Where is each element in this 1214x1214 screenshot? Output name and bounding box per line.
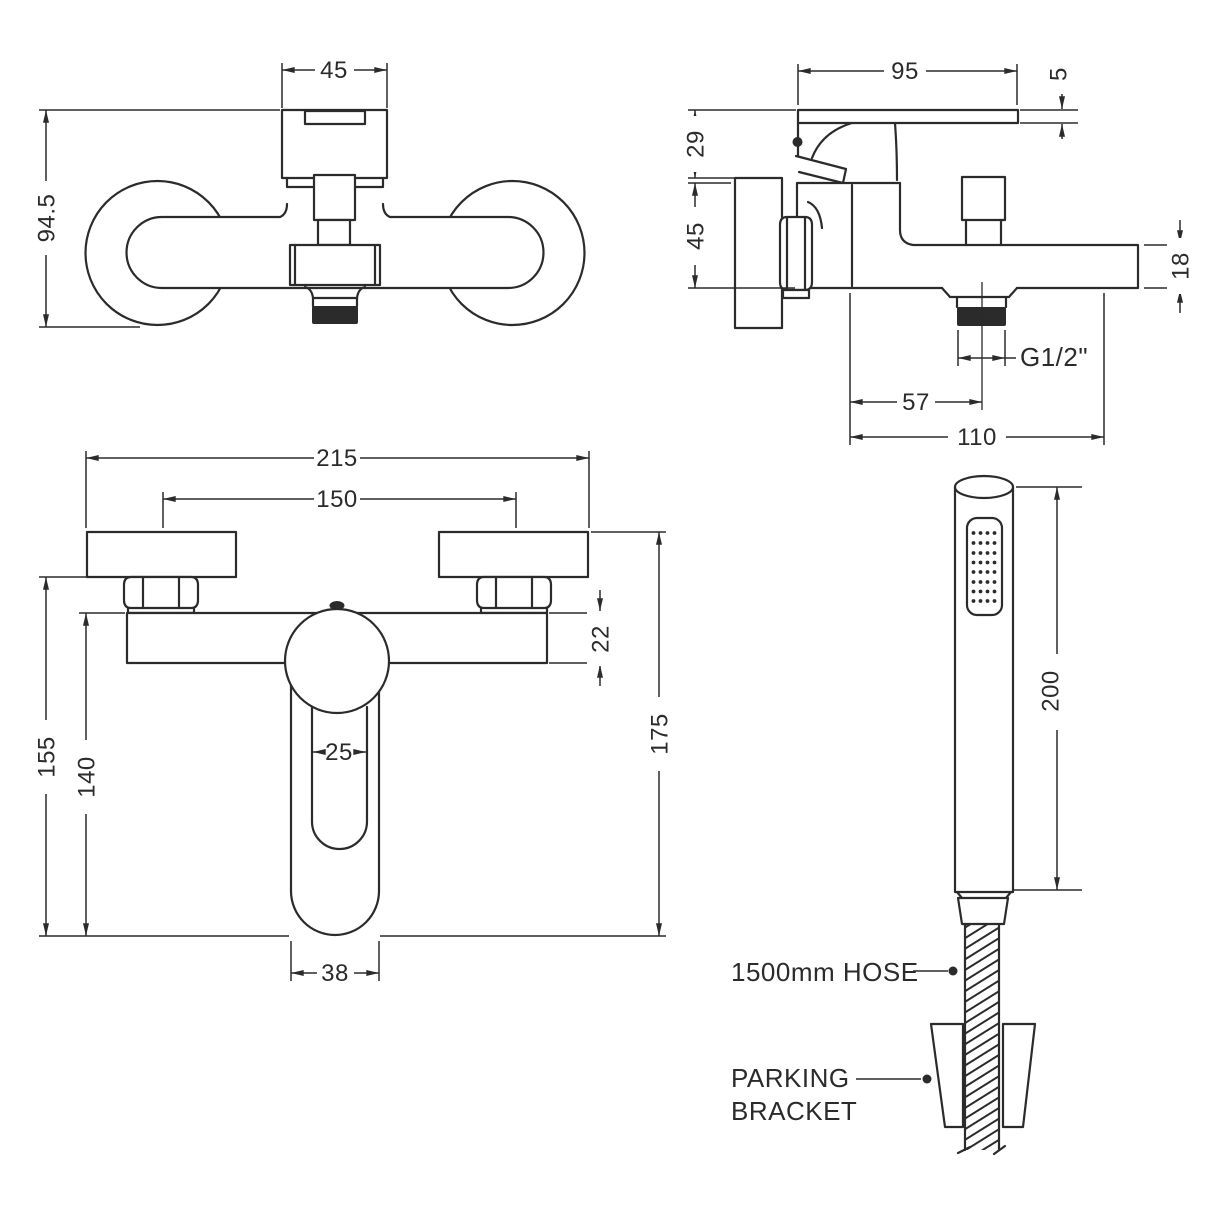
dim-handle-slot-width: 25	[325, 739, 353, 766]
dim-overall-depth: 94.5	[33, 194, 60, 243]
handle-slot	[303, 109, 367, 126]
dim-handle-width: 38	[321, 960, 349, 987]
lever-handle	[794, 108, 1020, 185]
dim-nut-to-handle-end: 155	[33, 736, 60, 778]
front-view: 215 150 155 140 175 22 25	[33, 445, 673, 987]
front-flange-right	[437, 530, 590, 579]
spray-nozzles	[971, 531, 997, 603]
hose-connector	[956, 891, 1012, 926]
parking-bracket-left	[929, 1022, 965, 1129]
cartridge	[312, 173, 357, 222]
dim-overall-width: 215	[316, 445, 358, 472]
handle-pivot	[792, 137, 803, 147]
dim-lever-thickness: 5	[1045, 67, 1072, 81]
dim-handset-length: 200	[1037, 670, 1064, 712]
top-view: 45 94.5	[33, 57, 586, 328]
dim-handle-rise: 29	[682, 130, 709, 158]
handset-body	[953, 487, 1015, 894]
body-and-spout	[795, 181, 1140, 290]
hose-label: 1500mm HOSE	[731, 957, 919, 987]
bracket-leader-dot	[922, 1074, 932, 1084]
dim-body-depth: 22	[587, 625, 614, 653]
side-view: 95 5 29 45 18 G1/2" 57	[682, 58, 1194, 451]
front-flange-left	[85, 530, 238, 579]
handle-block	[280, 108, 389, 180]
wall-plate	[733, 176, 784, 330]
outlet-thread	[312, 306, 358, 324]
dim-projection: 110	[957, 424, 997, 451]
hex-nut-left	[122, 575, 200, 610]
dim-wall-to-outlet: 57	[902, 389, 930, 416]
dim-spout-depth: 18	[1167, 252, 1194, 280]
bracket-label-line1: PARKING	[731, 1063, 850, 1093]
handle-slot-front	[310, 705, 369, 851]
union-nut	[778, 215, 814, 292]
index-dot	[329, 601, 345, 610]
dim-outlet-thread: G1/2"	[1020, 342, 1088, 372]
handset-top	[953, 474, 1015, 500]
spray-face	[965, 516, 1004, 617]
valve-round-body	[283, 607, 391, 715]
dim-fixing-centres: 150	[316, 486, 358, 513]
diverter-knob	[960, 175, 1007, 222]
shower-hose	[965, 924, 999, 1150]
body-barrel	[125, 215, 545, 290]
outlet-flange	[940, 286, 1019, 309]
front-handle	[289, 683, 381, 937]
parking-bracket-right	[1001, 1022, 1037, 1129]
dim-handle-length: 95	[891, 58, 919, 85]
hose-leader-dot	[948, 966, 958, 976]
valve-body	[288, 243, 382, 287]
bracket-label-line2: BRACKET	[731, 1096, 857, 1126]
handset-view: 200 1500mm HOSE PARKING BRACKET	[731, 474, 1082, 1156]
hex-nut-right	[475, 575, 553, 610]
dim-body-to-handle-end: 140	[73, 756, 100, 798]
dim-body-diameter: 45	[682, 222, 709, 250]
outlet-neck	[303, 285, 367, 308]
dim-valve-width: 45	[320, 57, 348, 84]
dim-overall-height: 175	[646, 713, 673, 755]
